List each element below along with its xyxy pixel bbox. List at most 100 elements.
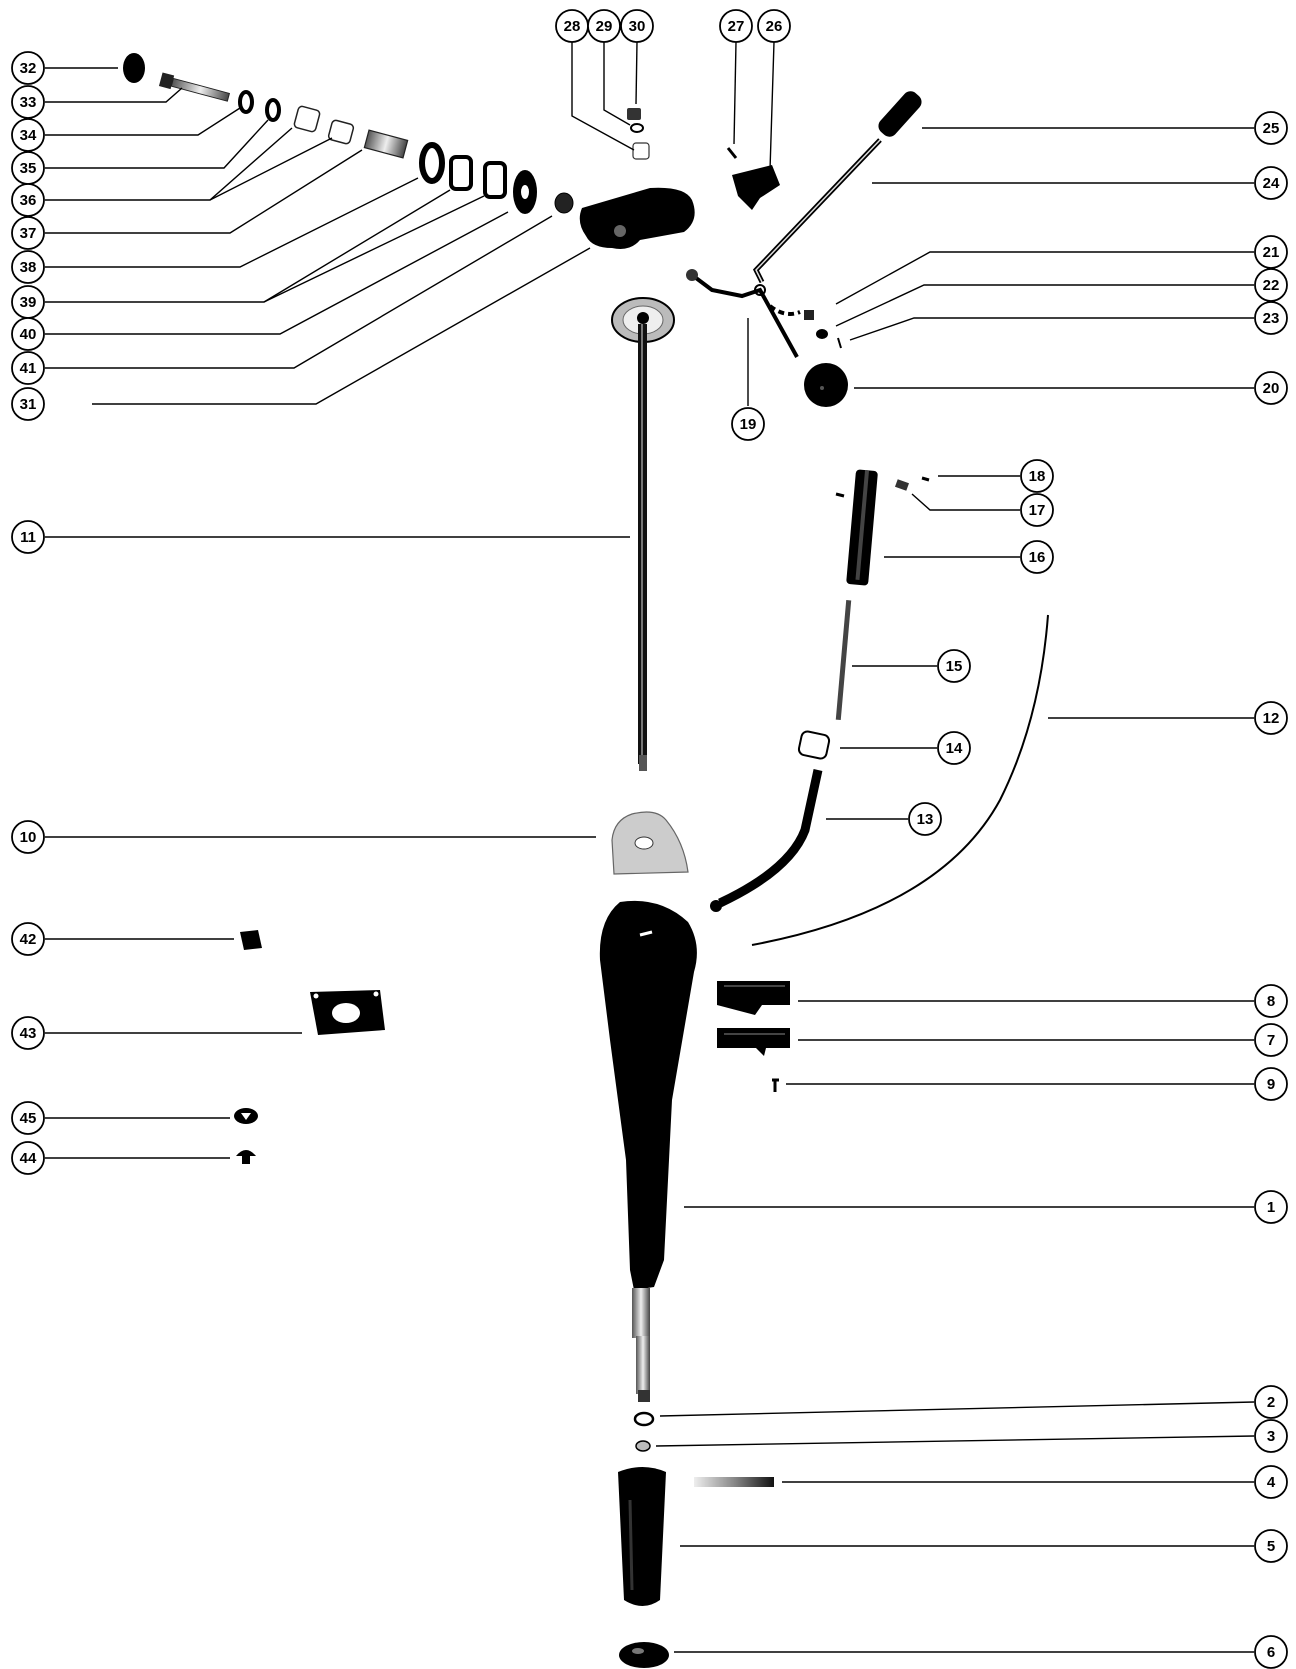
callout-45: 45 <box>11 1101 45 1135</box>
callout-15: 15 <box>937 649 971 683</box>
part-34-washer <box>238 90 254 114</box>
part-2-washer <box>633 1411 655 1427</box>
leader-22 <box>835 284 1254 327</box>
leader-34 <box>45 107 241 136</box>
part-19-lever <box>690 273 799 358</box>
callout-42: 42 <box>11 922 45 956</box>
part-30-nut <box>627 108 641 120</box>
leader-41 <box>45 215 553 369</box>
part-33-bolt <box>158 72 231 102</box>
leader-36-b <box>209 137 333 201</box>
leader-38 <box>45 177 419 268</box>
leader-28 <box>571 42 635 151</box>
part-12-cable <box>751 614 1049 946</box>
callout-28: 28 <box>555 9 589 43</box>
leader-33 <box>45 87 183 103</box>
svg-text:20: 20 <box>1263 380 1280 397</box>
callout-35: 35 <box>11 151 45 185</box>
svg-text:10: 10 <box>20 829 37 846</box>
svg-text:5: 5 <box>1267 1538 1275 1555</box>
svg-text:37: 37 <box>20 225 37 242</box>
callout-30: 30 <box>620 9 654 43</box>
svg-text:9: 9 <box>1267 1076 1275 1093</box>
callout-23: 23 <box>1254 301 1288 335</box>
callout-43: 43 <box>11 1016 45 1050</box>
svg-text:36: 36 <box>20 192 37 209</box>
svg-text:29: 29 <box>596 18 613 35</box>
callout-6: 6 <box>1254 1635 1288 1669</box>
part-44-screw <box>236 1150 256 1164</box>
callout-20: 20 <box>1254 371 1288 405</box>
part-6-end-cap <box>619 1642 669 1668</box>
part-23-pin <box>837 337 842 349</box>
svg-text:3: 3 <box>1267 1428 1275 1445</box>
callout-18: 18 <box>1020 459 1054 493</box>
callout-40: 40 <box>11 317 45 351</box>
leader-27 <box>733 41 737 145</box>
callout-16: 16 <box>1020 540 1054 574</box>
callout-36: 36 <box>11 183 45 217</box>
part-35-washer <box>265 98 281 122</box>
part-5-grip <box>618 1467 666 1606</box>
callout-10: 10 <box>11 820 45 854</box>
svg-text:32: 32 <box>20 60 37 77</box>
svg-text:23: 23 <box>1263 310 1280 327</box>
svg-text:1: 1 <box>1267 1199 1275 1216</box>
callout-13: 13 <box>908 802 942 836</box>
svg-text:27: 27 <box>728 18 745 35</box>
svg-text:13: 13 <box>917 811 934 828</box>
svg-text:16: 16 <box>1029 549 1046 566</box>
svg-text:39: 39 <box>20 294 37 311</box>
part-pivot-bracket <box>579 187 695 249</box>
part-40-gasket <box>483 161 507 199</box>
callout-19: 19 <box>731 407 765 441</box>
part-8-plate <box>717 981 790 1015</box>
svg-text:40: 40 <box>20 326 37 343</box>
svg-text:28: 28 <box>564 18 581 35</box>
callout-21: 21 <box>1254 235 1288 269</box>
svg-text:30: 30 <box>629 18 646 35</box>
svg-text:19: 19 <box>740 416 757 433</box>
leader-40 <box>45 211 509 335</box>
leader-29 <box>603 42 631 126</box>
svg-text:22: 22 <box>1263 277 1280 294</box>
callout-26: 26 <box>757 9 791 43</box>
callout-24: 24 <box>1254 166 1288 200</box>
leader-17 <box>911 493 1020 511</box>
svg-text:17: 17 <box>1029 502 1046 519</box>
leader-21 <box>835 251 1254 305</box>
leader-39-b <box>263 195 485 303</box>
part-22-washer <box>816 329 828 339</box>
svg-text:38: 38 <box>20 259 37 276</box>
leader-30 <box>635 41 638 105</box>
part-42-clip <box>240 930 262 950</box>
callout-5: 5 <box>1254 1529 1288 1563</box>
svg-text:33: 33 <box>20 94 37 111</box>
part-32-cap <box>123 53 145 83</box>
svg-text:15: 15 <box>946 658 963 675</box>
part-1-handle <box>599 900 697 1290</box>
part-36-bushing <box>293 105 321 133</box>
svg-text:26: 26 <box>766 18 783 35</box>
leader-35 <box>45 119 269 169</box>
svg-text:45: 45 <box>20 1110 37 1127</box>
leader-23 <box>849 317 1254 341</box>
part-24-rod <box>752 138 882 284</box>
part-15-rod <box>835 600 852 721</box>
part-25-knob <box>878 91 922 137</box>
part-7-plate <box>717 1028 790 1056</box>
svg-text:14: 14 <box>946 740 963 757</box>
part-29-washer <box>630 123 644 133</box>
part-14-bushing <box>797 730 831 760</box>
svg-text:12: 12 <box>1263 710 1280 727</box>
part-37-sleeve <box>363 129 409 159</box>
callout-2: 2 <box>1254 1385 1288 1419</box>
callout-29: 29 <box>587 9 621 43</box>
svg-text:4: 4 <box>1267 1474 1276 1491</box>
callout-37: 37 <box>11 216 45 250</box>
callout-31: 31 <box>11 387 45 421</box>
part-1-shaft <box>632 1288 650 1338</box>
part-27-screw <box>726 147 738 159</box>
callout-1: 1 <box>1254 1190 1288 1224</box>
